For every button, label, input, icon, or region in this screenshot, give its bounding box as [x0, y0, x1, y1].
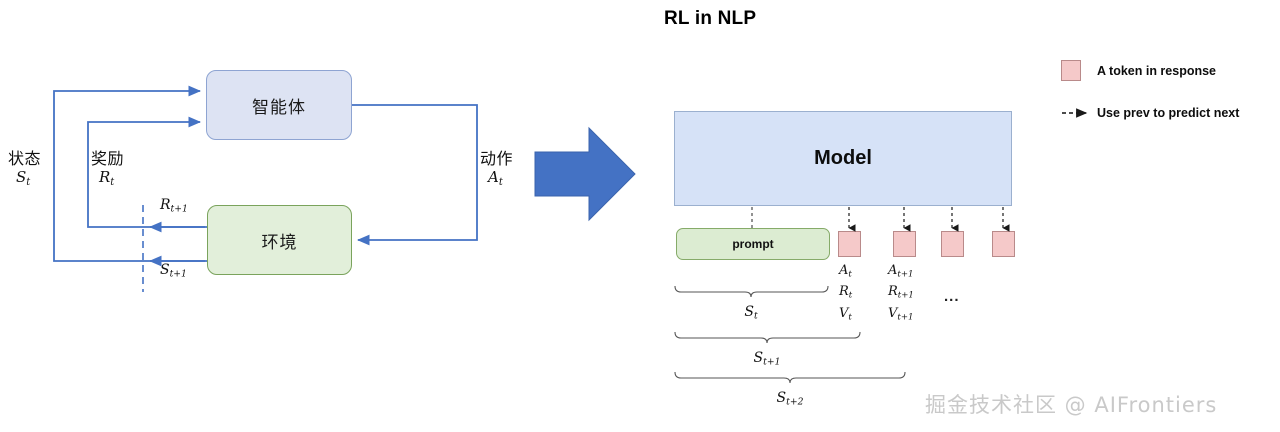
token-columns-ellipsis: ...	[944, 288, 960, 305]
label-V-t: Vt	[839, 305, 852, 323]
brace-s-t	[674, 285, 829, 298]
legend-token-swatch	[1061, 60, 1081, 81]
watermark-text: 掘金技术社区 @ AIFrontiers	[925, 393, 1218, 417]
brace-s-t2	[674, 371, 906, 384]
reward-label-cn: 奖励	[91, 149, 125, 168]
maps-to-arrow-icon	[534, 126, 636, 222]
prompt-block-label: prompt	[732, 237, 774, 251]
token-column-labels-t: At Rt Vt	[839, 262, 852, 326]
reward-feedback-path	[87, 116, 207, 228]
page-title: RL in NLP	[664, 8, 757, 29]
reward-next-label: Rt+1	[160, 197, 188, 215]
label-V-t1: Vt+1	[888, 305, 914, 323]
legend-arrow-label: Use prev to predict next	[1097, 106, 1240, 120]
brace-label-s-t1: St+1	[753, 350, 781, 368]
token-column-labels-t1: At+1 Rt+1 Vt+1	[888, 262, 914, 326]
legend-token-label: A token in response	[1097, 64, 1217, 78]
prompt-block[interactable]: prompt	[676, 228, 830, 260]
model-block-label: Model	[814, 147, 872, 169]
brace-label-s-t2: St+2	[776, 390, 804, 408]
label-R-t: Rt	[839, 284, 853, 301]
state-label-cn: 状态	[8, 149, 42, 168]
environment-node[interactable]: 环境	[207, 205, 352, 275]
agent-node[interactable]: 智能体	[206, 70, 352, 140]
brace-s-t1	[674, 331, 861, 344]
reward-label-math: Rt	[99, 168, 115, 188]
label-A-t1: At+1	[888, 263, 914, 280]
label-R-t1: Rt+1	[888, 284, 914, 301]
brace-label-s-t: St	[744, 304, 758, 322]
environment-node-label: 环境	[261, 232, 298, 253]
model-block[interactable]: Model	[674, 111, 1012, 206]
action-label-math: At	[488, 168, 503, 188]
action-path	[352, 104, 478, 246]
agent-node-label: 智能体	[252, 97, 306, 118]
action-label-cn: 动作	[480, 149, 514, 168]
state-label-math: St	[16, 168, 31, 188]
state-next-label: St+1	[160, 262, 187, 280]
state-feedback-path	[53, 85, 207, 262]
label-A-t: At	[839, 263, 852, 280]
